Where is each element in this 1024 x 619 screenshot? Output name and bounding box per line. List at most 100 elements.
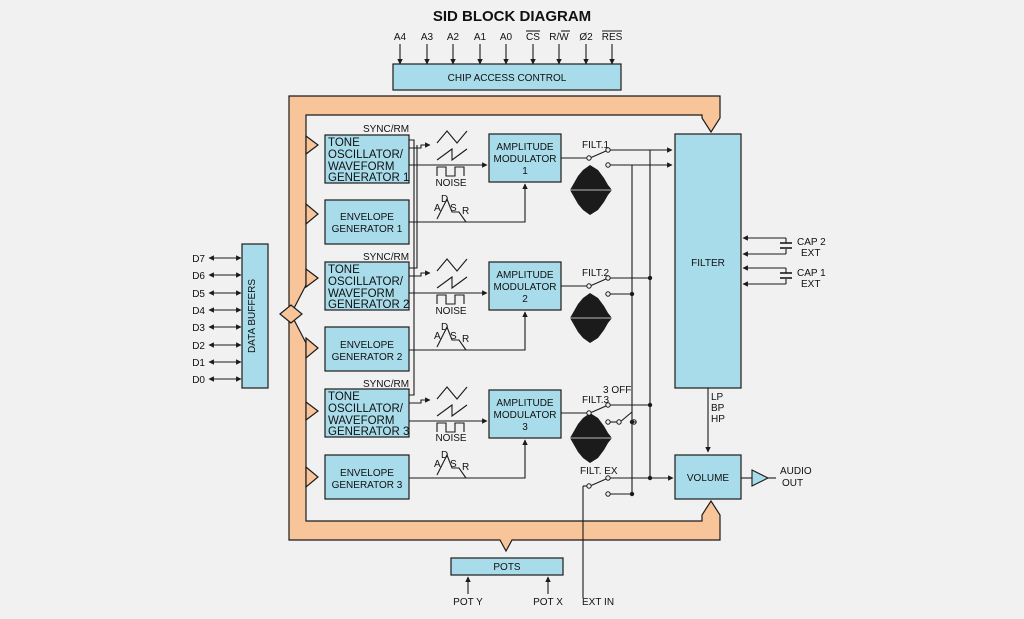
svg-text:R/W: R/W — [549, 32, 569, 43]
svg-text:AMPLITUDE: AMPLITUDE — [496, 398, 554, 409]
svg-text:GENERATOR 2: GENERATOR 2 — [332, 352, 403, 363]
svg-text:Ø2: Ø2 — [579, 32, 593, 43]
svg-text:S: S — [450, 459, 457, 470]
svg-text:D3: D3 — [192, 323, 205, 334]
svg-text:CS: CS — [526, 32, 540, 43]
pot-y-label: POT Y — [453, 597, 483, 608]
sync-ring-mod-links — [409, 139, 418, 396]
svg-text:D: D — [441, 194, 448, 205]
svg-text:D0: D0 — [192, 375, 205, 386]
filter-outputs: LP BP HP — [705, 388, 725, 453]
svg-text:A1: A1 — [474, 32, 487, 43]
filt-1-switch — [561, 147, 673, 168]
pin-d7: D7 — [192, 254, 242, 265]
pin-d6: D6 — [192, 271, 242, 282]
sync-rm-label: SYNC/RM — [363, 124, 409, 135]
filt-ex-label: FILT. EX — [580, 466, 618, 477]
filt-2-label: FILT.2 — [582, 268, 609, 279]
svg-text:D4: D4 — [192, 306, 205, 317]
filt-1-label: FILT.1 — [582, 140, 609, 151]
svg-text:1: 1 — [522, 166, 528, 177]
svg-text:DATA BUFFERS: DATA BUFFERS — [247, 279, 258, 353]
three-off-label: 3 OFF — [603, 385, 631, 396]
cap-2-ext: CAP 2 EXT — [742, 235, 826, 259]
svg-text:RES: RES — [602, 32, 623, 43]
pin-d2: D2 — [192, 341, 242, 352]
voice-3: SYNC/RM TONE OSCILLATOR/ WAVEFORM GENERA… — [324, 379, 650, 500]
svg-text:MODULATOR: MODULATOR — [494, 154, 557, 165]
tone-oscillator-1: TONE OSCILLATOR/ WAVEFORM GENERATOR 1 — [324, 134, 410, 184]
envelope-generator-3: ENVELOPE GENERATOR 3 — [324, 454, 410, 500]
svg-text:LP: LP — [711, 392, 724, 403]
svg-text:WAVEFORM: WAVEFORM — [328, 161, 394, 173]
filter-block: FILTER — [674, 133, 742, 389]
svg-text:A: A — [434, 203, 441, 214]
svg-text:CHIP ACCESS CONTROL: CHIP ACCESS CONTROL — [448, 73, 567, 84]
internal-data-bus — [288, 95, 721, 553]
pin-d5: D5 — [192, 289, 242, 300]
waveform-icons-3 — [436, 386, 468, 433]
svg-text:S: S — [450, 331, 457, 342]
voice-2: SYNC/RM TONE OSCILLATOR/ WAVEFORM GENERA… — [324, 252, 650, 372]
svg-text:CAP 1: CAP 1 — [797, 268, 826, 279]
svg-text:GENERATOR 1: GENERATOR 1 — [328, 172, 409, 184]
pin-a2: A2 — [447, 32, 460, 65]
waveform-icons-1 — [436, 130, 468, 177]
amplitude-modulator-1: AMPLITUDE MODULATOR 1 — [488, 133, 562, 183]
svg-text:R: R — [462, 334, 469, 345]
pin-d4: D4 — [192, 306, 242, 317]
svg-text:HP: HP — [711, 414, 725, 425]
svg-text:BP: BP — [711, 403, 725, 414]
envelope-generator-2: ENVELOPE GENERATOR 2 — [324, 326, 410, 372]
pin-a0: A0 — [500, 32, 513, 65]
pots-block: POTS — [450, 557, 564, 576]
svg-text:D6: D6 — [192, 271, 205, 282]
svg-text:AUDIO: AUDIO — [780, 466, 812, 477]
svg-text:A0: A0 — [500, 32, 513, 43]
chip-access-control-block: CHIP ACCESS CONTROL — [392, 63, 622, 91]
waveform-envelope-icon-2 — [570, 293, 612, 343]
pin-a4: A4 — [394, 32, 407, 65]
svg-text:EXT: EXT — [801, 248, 820, 259]
svg-text:WAVEFORM: WAVEFORM — [328, 288, 394, 300]
svg-text:MODULATOR: MODULATOR — [494, 282, 557, 293]
svg-text:D: D — [441, 322, 448, 333]
waveform-envelope-icon-3 — [570, 413, 612, 463]
svg-text:WAVEFORM: WAVEFORM — [328, 415, 394, 427]
svg-text:AMPLITUDE: AMPLITUDE — [496, 270, 554, 281]
svg-text:GENERATOR 3: GENERATOR 3 — [328, 426, 409, 438]
svg-text:GENERATOR 2: GENERATOR 2 — [328, 299, 409, 311]
svg-text:VOLUME: VOLUME — [687, 473, 730, 484]
svg-text:POTS: POTS — [493, 562, 521, 573]
envelope-generator-1: ENVELOPE GENERATOR 1 — [324, 199, 410, 245]
amplitude-modulator-2: AMPLITUDE MODULATOR 2 — [488, 261, 562, 311]
tone-oscillator-2: TONE OSCILLATOR/ WAVEFORM GENERATOR 2 — [324, 261, 410, 311]
svg-text:D2: D2 — [192, 341, 205, 352]
svg-text:OUT: OUT — [782, 478, 803, 489]
svg-text:TONE: TONE — [328, 391, 360, 403]
pot-x-label: POT X — [533, 597, 563, 608]
filt-ex-switch — [582, 475, 650, 598]
svg-text:D1: D1 — [192, 358, 205, 369]
adsr-icon-2: A D S R — [434, 322, 469, 351]
svg-text:R: R — [462, 206, 469, 217]
adsr-icon-1: A D S R — [434, 194, 469, 223]
audio-out-label: AUDIO OUT — [780, 466, 812, 489]
svg-text:ENVELOPE: ENVELOPE — [340, 340, 394, 351]
volume-block: VOLUME — [674, 454, 742, 500]
diagram-title: SID BLOCK DIAGRAM — [433, 8, 591, 25]
svg-text:D5: D5 — [192, 289, 205, 300]
svg-text:OSCILLATOR/: OSCILLATOR/ — [328, 149, 404, 161]
svg-text:A3: A3 — [421, 32, 434, 43]
svg-text:R: R — [462, 462, 469, 473]
svg-text:GENERATOR 3: GENERATOR 3 — [332, 480, 403, 491]
filt-2-switch — [561, 275, 650, 297]
svg-text:S: S — [450, 203, 457, 214]
svg-text:CAP 2: CAP 2 — [797, 237, 826, 248]
svg-text:TONE: TONE — [328, 137, 360, 149]
pin-a1: A1 — [474, 32, 487, 65]
svg-text:OSCILLATOR/: OSCILLATOR/ — [328, 276, 404, 288]
address-control-pins: A4 A3 A2 A1 A0 CS R/W Ø2 RES — [394, 30, 623, 65]
sync-rm-label: SYNC/RM — [363, 252, 409, 263]
